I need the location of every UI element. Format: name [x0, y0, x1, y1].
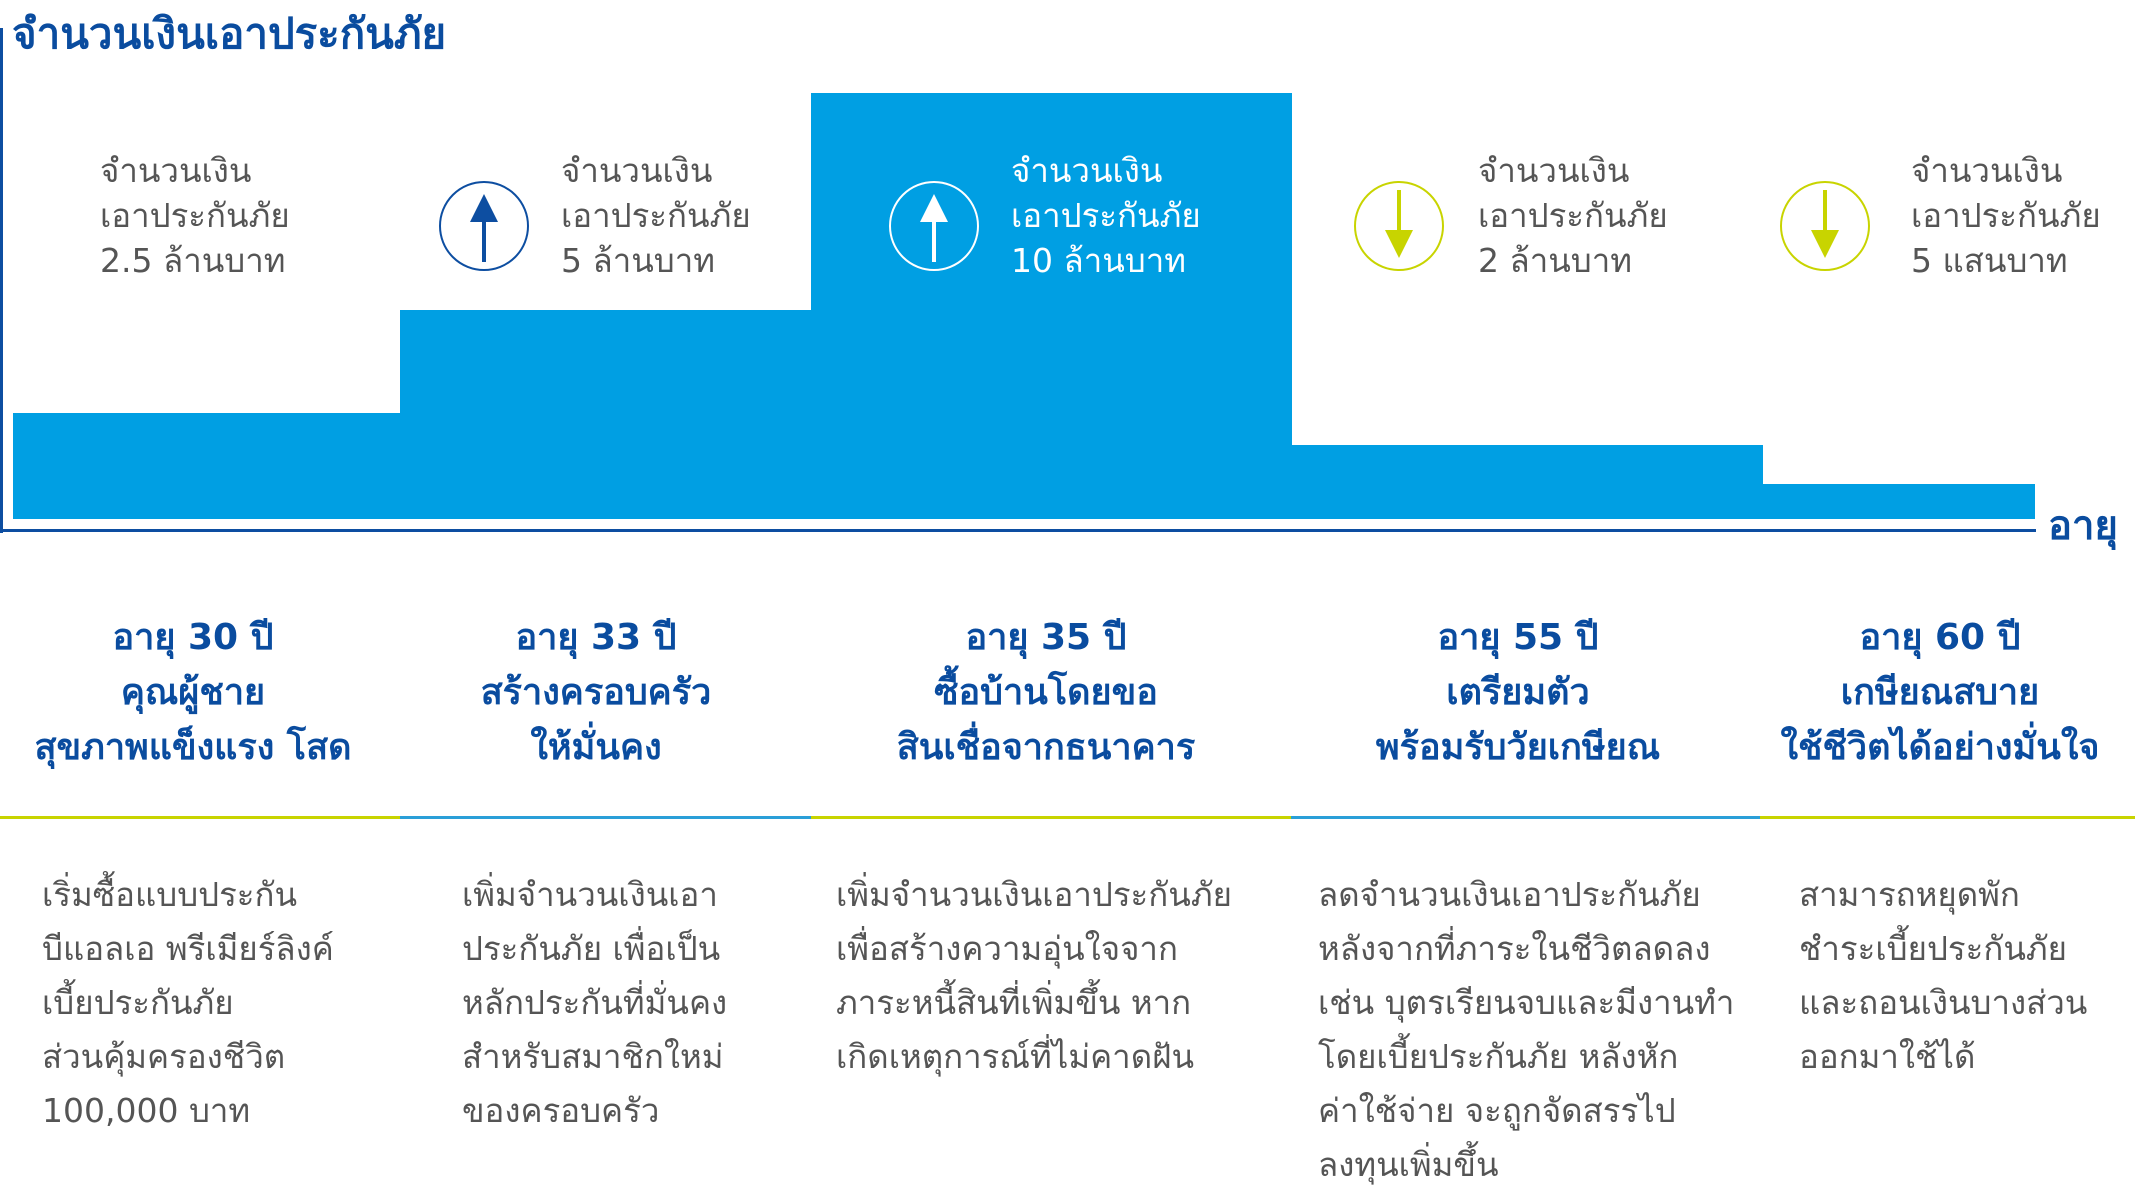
value-label-line: จำนวนเงิน	[1011, 151, 1163, 190]
stage-age: อายุ 30 ปี	[112, 617, 274, 658]
x-axis-title: อายุ	[2048, 503, 2118, 549]
value-label-line: เอาประกันภัย	[1911, 196, 2101, 235]
description-line: ลดจำนวนเงินเอาประกันภัย	[1318, 875, 1701, 914]
arrow-up-icon	[439, 181, 529, 271]
stage-age: อายุ 35 ปี	[965, 617, 1127, 658]
value-label-age-60: จำนวนเงิน เอาประกันภัย 5 แสนบาท	[1911, 148, 2101, 283]
stage-heading-age-35: อายุ 35 ปี ซื้อบ้านโดยขอ สินเชื่อจากธนาค…	[836, 610, 1256, 775]
stage-description-age-30: เริ่มซื้อแบบประกัน บีแอลเอ พรีเมียร์ลิงค…	[42, 868, 334, 1138]
stage-title-line: เตรียมตัว	[1446, 672, 1590, 713]
stage-age: อายุ 33 ปี	[515, 617, 677, 658]
value-label-line: เอาประกันภัย	[561, 196, 751, 235]
description-line: และถอนเงินบางส่วน	[1799, 983, 2088, 1022]
value-label-age-55: จำนวนเงิน เอาประกันภัย 2 ล้านบาท	[1478, 148, 1668, 283]
description-line: สำหรับสมาชิกใหม่	[462, 1037, 724, 1076]
value-label-line: เอาประกันภัย	[1478, 196, 1668, 235]
separator-blue	[1291, 816, 1760, 819]
description-line: สามารถหยุดพัก	[1799, 875, 2020, 914]
description-line: ภาระหนี้สินที่เพิ่มขึ้น หาก	[836, 983, 1192, 1022]
value-label-amount: 5 แสนบาท	[1911, 241, 2068, 280]
description-line: เพิ่มจำนวนเงินเอาประกันภัย	[836, 875, 1232, 914]
value-label-amount: 2 ล้านบาท	[1478, 241, 1633, 280]
stage-title-line: คุณผู้ชาย	[120, 672, 266, 713]
stage-title-line: ให้มั่นคง	[530, 727, 662, 768]
description-line: เช่น บุตรเรียนจบและมีงานทำ	[1318, 983, 1735, 1022]
separator-lime	[0, 816, 400, 819]
description-line: ชำระเบี้ยประกันภัย	[1799, 929, 2067, 968]
description-line: เพิ่มจำนวนเงินเอา	[462, 875, 718, 914]
arrow-down-icon	[1780, 181, 1870, 271]
description-line: หลังจากที่ภาระในชีวิตลดลง	[1318, 929, 1711, 968]
description-line: ค่าใช้จ่าย จะถูกจัดสรรไป	[1318, 1091, 1676, 1130]
value-label-age-30: จำนวนเงิน เอาประกันภัย 2.5 ล้านบาท	[100, 148, 290, 283]
stage-description-age-33: เพิ่มจำนวนเงินเอา ประกันภัย เพื่อเป็น หล…	[462, 868, 727, 1138]
stage-heading-age-30: อายุ 30 ปี คุณผู้ชาย สุขภาพแข็งแรง โสด	[0, 610, 403, 775]
description-line: ลงทุนเพิ่มขึ้น	[1318, 1145, 1499, 1184]
stage-description-age-60: สามารถหยุดพัก ชำระเบี้ยประกันภัย และถอนเ…	[1799, 868, 2087, 1084]
description-line: ส่วนคุ้มครองชีวิต	[42, 1037, 286, 1076]
stage-title-line: พร้อมรับวัยเกษียณ	[1375, 727, 1661, 768]
stage-title-line: ซื้อบ้านโดยขอ	[934, 672, 1158, 713]
stage-title-line: ใช้ชีวิตได้อย่างมั่นใจ	[1780, 727, 2100, 768]
value-label-line: จำนวนเงิน	[1478, 151, 1630, 190]
value-label-amount: 2.5 ล้านบาท	[100, 241, 286, 280]
stage-heading-age-33: อายุ 33 ปี สร้างครอบครัว ให้มั่นคง	[386, 610, 806, 775]
x-axis-line	[0, 529, 2036, 532]
arrow-up-icon	[889, 181, 979, 271]
description-line: เริ่มซื้อแบบประกัน	[42, 875, 298, 914]
value-label-line: จำนวนเงิน	[561, 151, 713, 190]
bar-age-33	[400, 310, 812, 519]
separator-lime	[1760, 816, 2135, 819]
stage-age: อายุ 60 ปี	[1859, 617, 2021, 658]
description-line: เพื่อสร้างความอุ่นใจจาก	[836, 929, 1178, 968]
bar-age-30	[13, 413, 401, 519]
stage-title-line: เกษียณสบาย	[1840, 672, 2040, 713]
stage-description-age-55: ลดจำนวนเงินเอาประกันภัย หลังจากที่ภาระใน…	[1318, 868, 1734, 1192]
value-label-amount: 5 ล้านบาท	[561, 241, 716, 280]
bar-age-35	[811, 93, 1292, 519]
stage-title-line: สร้างครอบครัว	[480, 672, 712, 713]
bar-age-55	[1291, 445, 1763, 519]
stage-heading-age-55: อายุ 55 ปี เตรียมตัว พร้อมรับวัยเกษียณ	[1308, 610, 1728, 775]
separator-lime	[811, 816, 1291, 819]
bar-age-60	[1762, 484, 2035, 519]
stage-description-age-35: เพิ่มจำนวนเงินเอาประกันภัย เพื่อสร้างควา…	[836, 868, 1232, 1084]
description-line: ของครอบครัว	[462, 1091, 660, 1130]
description-line: ประกันภัย เพื่อเป็น	[462, 929, 721, 968]
value-label-line: เอาประกันภัย	[1011, 196, 1201, 235]
y-axis-line	[0, 28, 3, 533]
value-label-line: เอาประกันภัย	[100, 196, 290, 235]
description-line: ออกมาใช้ได้	[1799, 1037, 1976, 1076]
description-line: เบี้ยประกันภัย	[42, 983, 234, 1022]
arrow-down-icon	[1354, 181, 1444, 271]
value-label-age-35: จำนวนเงิน เอาประกันภัย 10 ล้านบาท	[1011, 148, 1201, 283]
value-label-line: จำนวนเงิน	[1911, 151, 2063, 190]
description-line: โดยเบี้ยประกันภัย หลังหัก	[1318, 1037, 1679, 1076]
description-line: 100,000 บาท	[42, 1091, 251, 1130]
separator-blue	[400, 816, 811, 819]
description-line: เกิดเหตุการณ์ที่ไม่คาดฝัน	[836, 1037, 1195, 1076]
description-line: หลักประกันที่มั่นคง	[462, 983, 728, 1022]
stage-heading-age-60: อายุ 60 ปี เกษียณสบาย ใช้ชีวิตได้อย่างมั…	[1730, 610, 2135, 775]
value-label-amount: 10 ล้านบาท	[1011, 241, 1187, 280]
stage-title-line: สุขภาพแข็งแรง โสด	[34, 727, 352, 768]
value-label-line: จำนวนเงิน	[100, 151, 252, 190]
description-line: บีแอลเอ พรีเมียร์ลิงค์	[42, 929, 334, 968]
stage-title-line: สินเชื่อจากธนาคาร	[896, 727, 1196, 768]
value-label-age-33: จำนวนเงิน เอาประกันภัย 5 ล้านบาท	[561, 148, 751, 283]
stage-age: อายุ 55 ปี	[1437, 617, 1599, 658]
y-axis-title: จำนวนเงินเอาประกันภัย	[12, 9, 447, 58]
